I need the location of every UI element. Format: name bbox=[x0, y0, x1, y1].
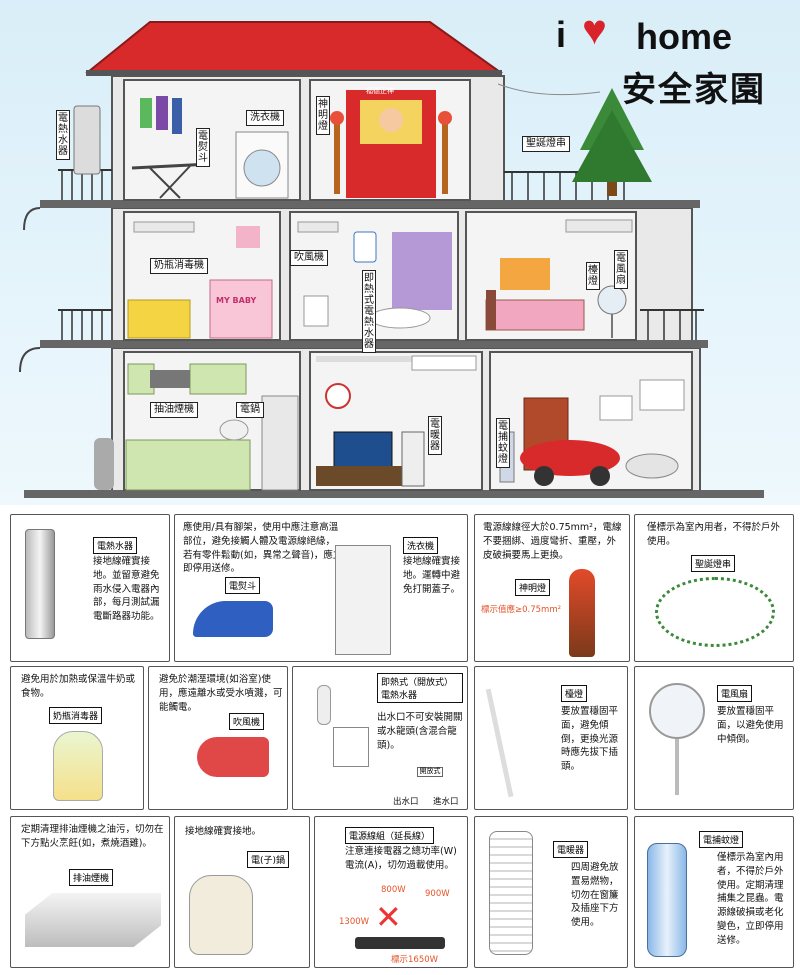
altar-banner: 福德正神 bbox=[366, 87, 394, 95]
range-hood-tag: 排油煙機 bbox=[69, 869, 114, 886]
panel-mosquito-trap: 電捕蚊燈 僅標示為室內用者，不得於戶外使用。定期清理捕集之昆蟲。電源線破損或老化… bbox=[634, 816, 794, 968]
label-water-heater: 電熱水器 bbox=[56, 110, 70, 160]
mosquito-trap-text: 僅標示為室內用者，不得於戶外使用。定期清理捕集之昆蟲。電源線破損或老化變色，立即… bbox=[717, 852, 784, 946]
iron-icon bbox=[193, 601, 273, 637]
panel-sterilizer: 避免用於加熱或保溫牛奶或食物。 奶瓶消毒器 bbox=[10, 666, 144, 810]
desk-lamp-tag: 檯燈 bbox=[561, 685, 588, 702]
washer-text: 接地線確實接地。運轉中避免打開蓋子。 bbox=[403, 556, 461, 595]
range-hood-icon bbox=[25, 893, 161, 947]
hair-dryer-icon bbox=[197, 737, 269, 777]
washer-icon bbox=[335, 545, 391, 655]
inlet-label: 進水口 bbox=[433, 797, 459, 807]
power-strip-icon bbox=[355, 937, 445, 949]
altar-lamp-text: 電源線線徑大於0.75mm²，電線不要捆綁、過度彎折、重壓，外皮破損要馬上更換。 bbox=[483, 522, 622, 561]
fan-stand bbox=[675, 739, 679, 795]
washer-tag: 洗衣機 bbox=[403, 537, 439, 554]
fan-tag: 電風扇 bbox=[717, 685, 753, 702]
panel-range-hood: 定期清理排油煙機之油污，切勿在下方點火烹飪(如，煮燒酒雞)。 排油煙機 bbox=[10, 816, 170, 968]
instant-heater-tag: 即熱式（開放式）電熱水器 bbox=[377, 673, 463, 703]
panel-xmas-lights: 僅標示為室內用者，不得於戶外使用。 聖誕燈串 bbox=[634, 514, 794, 662]
watt-3: 900W bbox=[425, 889, 450, 899]
mosquito-trap-tag: 電捕蚊燈 bbox=[699, 831, 744, 848]
xmas-lights-text: 僅標示為室內用者，不得於戶外使用。 bbox=[647, 522, 781, 547]
title-prefix: i bbox=[556, 14, 567, 55]
desk-lamp-icon bbox=[485, 686, 523, 798]
label-rice-cooker: 電鍋 bbox=[236, 402, 264, 418]
heart-icon: ♥ bbox=[582, 6, 607, 53]
outlet-label: 出水口 bbox=[393, 797, 419, 807]
label-space-heater: 電暖器 bbox=[428, 416, 442, 455]
rice-cooker-text: 接地線確實接地。 bbox=[185, 826, 262, 837]
panel-iron-washer: 應使用/具有腳架，使用中應注意高溫部位，避免接觸人體及電源線絕緣，若有零件鬆動(… bbox=[174, 514, 468, 662]
hair-dryer-text: 避免於潮溼環境(如浴室)使用，應遠離水或受水噴濺，可能觸電。 bbox=[159, 674, 283, 713]
panel-hair-dryer: 避免於潮溼環境(如浴室)使用，應遠離水或受水噴濺，可能觸電。 吹風機 bbox=[148, 666, 288, 810]
hair-dryer-tag: 吹風機 bbox=[229, 713, 265, 730]
range-hood-text: 定期清理排油煙機之油污，切勿在下方點火烹飪(如，煮燒酒雞)。 bbox=[21, 824, 164, 849]
space-heater-icon bbox=[489, 831, 533, 955]
sterilizer-tag: 奶瓶消毒器 bbox=[49, 707, 103, 724]
label-instant-heater: 即熱式電熱水器 bbox=[362, 270, 376, 353]
power-strip-text: 注意連接電器之總功率(W)電流(A)，切勿過載使用。 bbox=[345, 846, 457, 871]
label-altar-lamp: 神明燈 bbox=[316, 96, 330, 135]
water-heater-icon bbox=[25, 529, 55, 639]
watt-2: 800W bbox=[381, 885, 406, 895]
panel-rice-cooker: 接地線確實接地。 電(子)鍋 bbox=[174, 816, 310, 968]
label-washer: 洗衣機 bbox=[246, 110, 284, 126]
mosquito-trap-icon bbox=[647, 843, 687, 957]
sterilizer-text: 避免用於加熱或保溫牛奶或食物。 bbox=[21, 674, 136, 699]
iron-text: 應使用/具有腳架，使用中應注意高溫部位，避免接觸人體及電源線絕緣，若有零件鬆動(… bbox=[183, 522, 343, 575]
overload-cross-icon: ✕ bbox=[375, 898, 402, 936]
power-strip-tag: 電源線組（延長線） bbox=[345, 827, 435, 844]
instant-heater-text: 出水口不可安裝開關或水龍頭(含混合龍頭)。 bbox=[377, 712, 463, 751]
label-desk-lamp: 檯燈 bbox=[586, 262, 600, 290]
label-bottle-sterilizer: 奶瓶消毒機 bbox=[150, 258, 208, 274]
altar-lamp-icon bbox=[569, 569, 595, 657]
label-mosquito-trap: 電捕蚊燈 bbox=[496, 418, 510, 468]
panel-altar-lamp: 電源線線徑大於0.75mm²，電線不要捆綁、過度彎折、重壓，外皮破損要馬上更換。… bbox=[474, 514, 630, 662]
title-subtitle: 安全家園 bbox=[622, 71, 766, 109]
space-heater-text: 四周避免放置易燃物，切勿在窗簾及插座下方使用。 bbox=[571, 862, 619, 929]
instant-heater-icon bbox=[333, 727, 369, 767]
baby-sign: MY BABY bbox=[216, 296, 257, 305]
space-heater-tag: 電暖器 bbox=[553, 841, 589, 858]
altar-lamp-tag: 神明燈 bbox=[515, 579, 551, 596]
panel-fan: 電風扇 要放置穩固平面，以避免使用中傾倒。 bbox=[634, 666, 794, 810]
xmas-lights-icon bbox=[655, 577, 775, 647]
panel-water-heater: 電熱水器 接地線確實接地。並留意避免雨水侵入電器內部，每月測試漏電斷路器功能。 bbox=[10, 514, 170, 662]
panel-power-strip: 電源線組（延長線） 注意連接電器之總功率(W)電流(A)，切勿過載使用。 130… bbox=[314, 816, 468, 968]
desk-lamp-text: 要放置穩固平面，避免傾倒，更換光源時應先拔下插頭。 bbox=[561, 706, 619, 773]
fan-text: 要放置穩固平面，以避免使用中傾倒。 bbox=[717, 706, 784, 745]
sterilizer-icon bbox=[53, 731, 103, 801]
water-heater-tag: 電熱水器 bbox=[93, 537, 138, 554]
rice-cooker-icon bbox=[189, 875, 253, 955]
xmas-lights-tag: 聖誕燈串 bbox=[691, 555, 736, 572]
house-illustration bbox=[19, 21, 764, 498]
power-strip-rating: 標示1650W bbox=[391, 955, 439, 965]
label-iron: 電熨斗 bbox=[196, 128, 210, 167]
water-heater-text: 接地線確實接地。並留意避免雨水侵入電器內部，每月測試漏電斷路器功能。 bbox=[93, 556, 160, 623]
panel-desk-lamp: 檯燈 要放置穩固平面，避免傾倒，更換光源時應先拔下插頭。 bbox=[474, 666, 628, 810]
label-range-hood: 抽油煙機 bbox=[150, 402, 198, 418]
altar-lamp-note: 標示值應≥0.75mm² bbox=[481, 605, 562, 615]
title-word: home bbox=[636, 16, 733, 57]
watt-1: 1300W bbox=[339, 917, 370, 927]
panel-space-heater: 電暖器 四周避免放置易燃物，切勿在窗簾及插座下方使用。 bbox=[474, 816, 628, 968]
iron-tag: 電熨斗 bbox=[225, 577, 261, 594]
open-type-box: 開放式 bbox=[417, 767, 443, 777]
label-xmas-lights: 聖誕燈串 bbox=[522, 136, 570, 152]
shower-head-icon bbox=[317, 685, 331, 725]
fan-icon bbox=[649, 683, 705, 739]
panel-instant-heater: 即熱式（開放式）電熱水器 出水口不可安裝開關或水龍頭(含混合龍頭)。 開放式 出… bbox=[292, 666, 468, 810]
rice-cooker-tag: 電(子)鍋 bbox=[247, 851, 290, 868]
label-hair-dryer: 吹風機 bbox=[290, 250, 328, 266]
label-fan: 電風扇 bbox=[614, 250, 628, 289]
